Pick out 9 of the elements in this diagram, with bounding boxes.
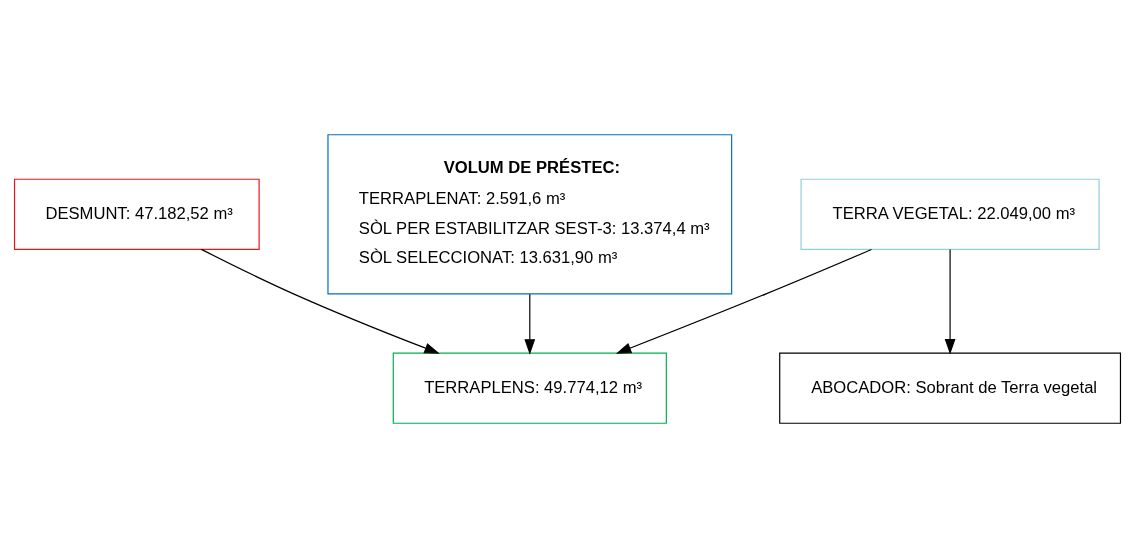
- node-box: TERRA VEGETAL: 22.049,00 m³: [800, 178, 1100, 250]
- node-box: ABOCADOR: Sobrant de Terra vegetal: [779, 352, 1122, 424]
- node-box: DESMUNT: 47.182,52 m³: [13, 178, 260, 250]
- arrow: [524, 293, 536, 355]
- node-box: TERRAPLENS: 49.774,12 m³: [392, 352, 667, 424]
- arrow: [944, 248, 956, 355]
- arrow: [615, 248, 873, 354]
- node-box: VOLUM DE PRÉSTEC: TERRAPLENAT: 2.591,6 m³ SÒL PER ESTABILITZAR SEST-3: 13.374,4 m³ SÒL SELECCIONAT: 13.631,90 m³: [327, 134, 733, 295]
- arrow: [200, 248, 440, 354]
